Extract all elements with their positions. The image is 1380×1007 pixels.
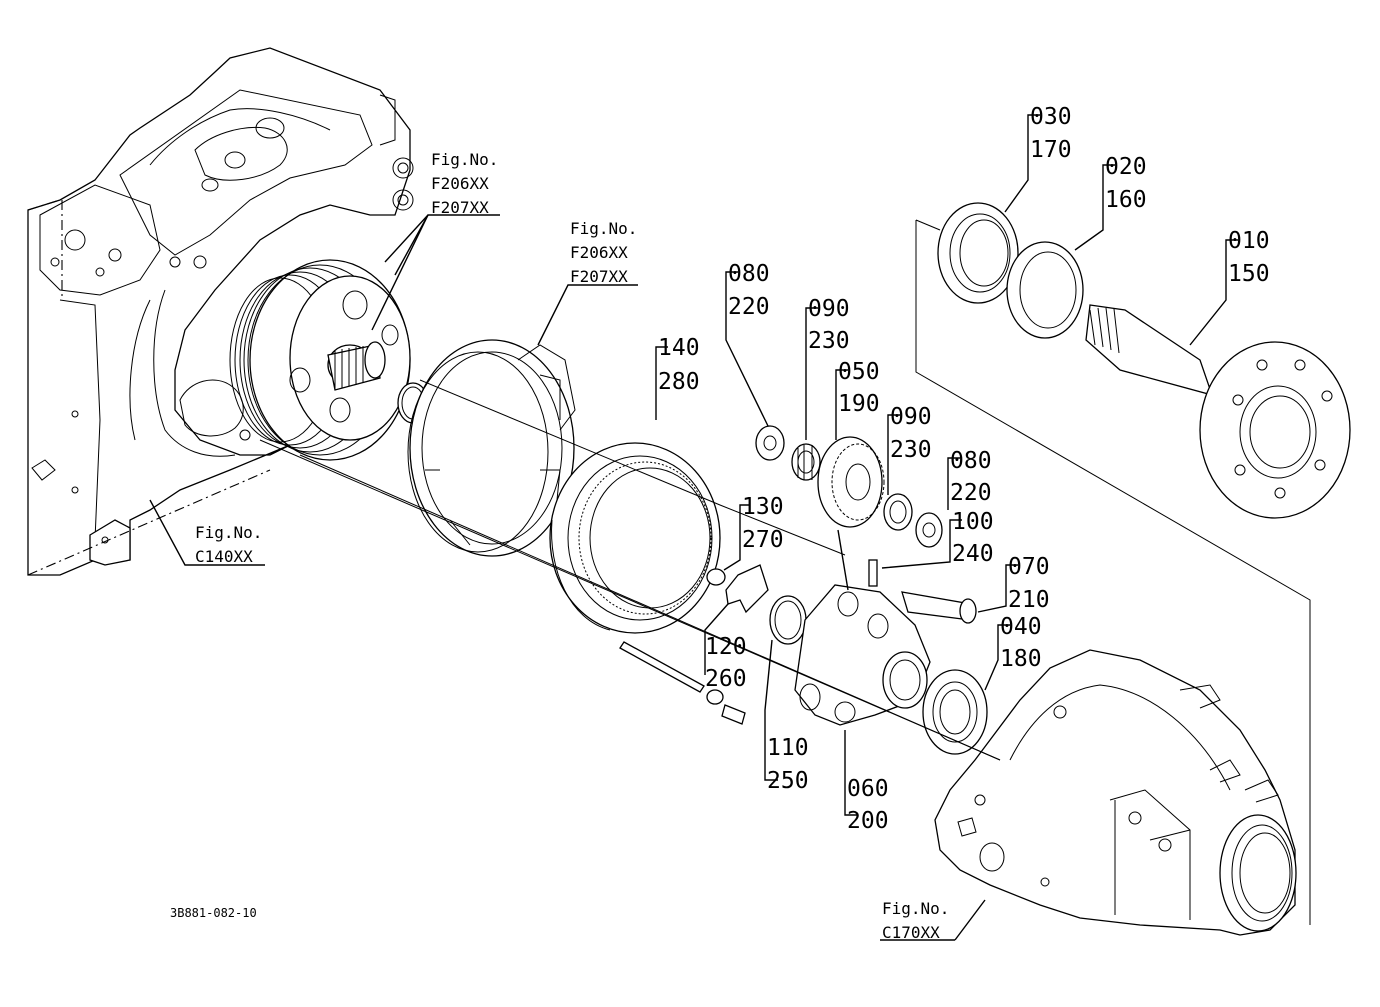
axle-shaft-010 <box>1085 304 1214 396</box>
shaft-rod <box>619 641 705 693</box>
fig-ref-c: Fig.No. C140XX <box>195 523 262 566</box>
fig-reference-labels: Fig.No. F206XX F207XX Fig.No. F206XX F20… <box>195 150 949 942</box>
leader-lines <box>655 114 1238 816</box>
fig-ref-code: C140XX <box>195 547 253 566</box>
fig-ref-code: F206XX <box>431 174 489 193</box>
fig-ref-label: Fig.No. <box>882 899 949 918</box>
fig-ref-code: F206XX <box>570 243 628 262</box>
callout-bottom: 260 <box>705 666 747 692</box>
callout-top: 120 <box>705 634 747 660</box>
lock-plate-120 <box>725 564 769 614</box>
callout-bottom: 190 <box>838 391 880 417</box>
callout-bottom: 250 <box>767 768 809 794</box>
callout-top: 060 <box>847 776 889 802</box>
callout-bottom: 150 <box>1228 261 1270 287</box>
fig-ref-b: Fig.No. F206XX F207XX <box>570 219 637 286</box>
internal-ring-gear <box>549 442 721 634</box>
needle-bearing-090a <box>791 443 821 481</box>
callout-bottom: 220 <box>728 294 770 320</box>
fig-reference-leaders <box>149 214 986 941</box>
fig-ref-label: Fig.No. <box>195 523 262 542</box>
final-drive-case <box>934 649 1297 936</box>
callout-bottom: 180 <box>1000 646 1042 672</box>
fig-ref-label: Fig.No. <box>431 150 498 169</box>
callout-top: 090 <box>890 404 932 430</box>
planet-shaft-070 <box>901 591 971 621</box>
fig-ref-d: Fig.No. C170XX <box>882 899 949 942</box>
callout-top: 020 <box>1105 154 1147 180</box>
fig-ref-label: Fig.No. <box>570 219 637 238</box>
callout-top: 010 <box>1228 228 1270 254</box>
fig-ref-code: C170XX <box>882 923 940 942</box>
thrust-washer-080a <box>755 425 785 461</box>
callout-bottom: 240 <box>952 541 994 567</box>
callout-top: 080 <box>728 261 770 287</box>
thrust-washer-080b <box>915 512 943 548</box>
fig-ref-code: F207XX <box>570 267 628 286</box>
diagram-code: 3B881-082-10 <box>170 906 257 920</box>
callout-top: 140 <box>658 335 700 361</box>
callout-top: 100 <box>952 509 994 535</box>
callout-top: 050 <box>838 359 880 385</box>
callout-bottom: 200 <box>847 808 889 834</box>
pin-100 <box>868 559 878 587</box>
callout-bottom: 230 <box>808 328 850 354</box>
callout-bottom: 170 <box>1030 137 1072 163</box>
brake-ring <box>407 339 576 557</box>
callout-top: 070 <box>1008 554 1050 580</box>
callout-bottom: 220 <box>950 480 992 506</box>
callout-bottom: 210 <box>1008 587 1050 613</box>
bolt-130 <box>706 568 726 586</box>
callout-top: 110 <box>767 735 809 761</box>
transmission-housing <box>27 47 414 576</box>
needle-bearing-090b <box>883 493 913 531</box>
callout-bottom: 280 <box>658 369 700 395</box>
callout-bottom: 230 <box>890 437 932 463</box>
callout-top: 080 <box>950 448 992 474</box>
fig-ref-a: Fig.No. F206XX F207XX <box>431 150 498 217</box>
callout-top: 040 <box>1000 614 1042 640</box>
axle-assembly <box>915 202 1351 925</box>
planetary-small-parts <box>619 425 988 755</box>
callout-bottom: 160 <box>1105 187 1147 213</box>
planet-gear-050 <box>817 436 883 528</box>
callout-bottom: 270 <box>742 527 784 553</box>
oil-seal-030 <box>937 202 1019 304</box>
callout-top: 130 <box>742 494 784 520</box>
center-lines <box>259 379 1001 761</box>
collar-020 <box>1006 241 1084 339</box>
callout-top: 090 <box>808 296 850 322</box>
callout-top: 030 <box>1030 104 1072 130</box>
brake-drum-assembly <box>229 259 429 461</box>
fig-ref-code: F207XX <box>431 198 489 217</box>
